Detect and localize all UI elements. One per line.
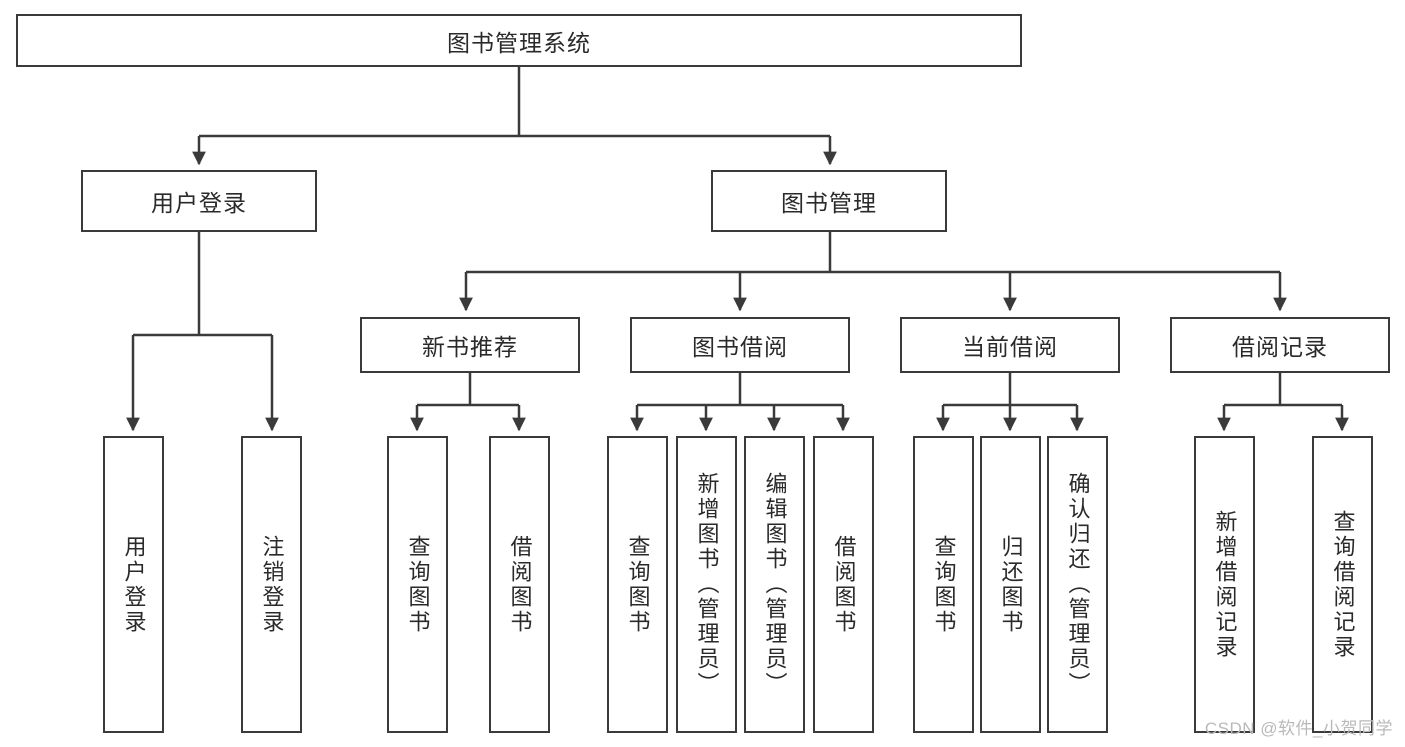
leaf-label: 查询图书 [625, 534, 651, 635]
leaf-borrow-borrow-book[interactable]: 借阅图书 [813, 436, 874, 733]
leaf-borrow-edit-book-admin[interactable]: 编辑图书（管理员） [744, 436, 805, 733]
leaf-label: 确认归还（管理员） [1065, 472, 1091, 697]
node-borrow-record-label: 借阅记录 [1232, 334, 1328, 360]
watermark: CSDN @软件_小贺同学 [1204, 719, 1393, 738]
node-book-management-label: 图书管理 [781, 190, 877, 216]
node-current-borrow-label: 当前借阅 [962, 334, 1058, 360]
leaf-label: 用户登录 [121, 534, 147, 635]
leaf-label: 借阅图书 [507, 534, 533, 635]
node-root[interactable]: 图书管理系统 [16, 14, 1022, 67]
leaf-record-query-record[interactable]: 查询借阅记录 [1312, 436, 1373, 733]
leaf-record-add-record[interactable]: 新增借阅记录 [1194, 436, 1255, 733]
leaf-user-login-login[interactable]: 用户登录 [103, 436, 164, 733]
leaf-label: 编辑图书（管理员） [762, 472, 788, 697]
leaf-user-login-logout[interactable]: 注销登录 [241, 436, 302, 733]
leaf-label: 借阅图书 [831, 534, 857, 635]
leaf-current-return-book[interactable]: 归还图书 [980, 436, 1041, 733]
leaf-label: 注销登录 [259, 534, 285, 635]
node-user-login[interactable]: 用户登录 [81, 170, 317, 232]
leaf-label: 新增图书（管理员） [694, 472, 720, 697]
leaf-label: 查询借阅记录 [1330, 509, 1356, 660]
leaf-borrow-add-book-admin[interactable]: 新增图书（管理员） [676, 436, 737, 733]
leaf-label: 新增借阅记录 [1212, 509, 1238, 660]
node-borrow-record[interactable]: 借阅记录 [1170, 317, 1390, 373]
node-book-borrow-label: 图书借阅 [692, 334, 788, 360]
leaf-current-query-book[interactable]: 查询图书 [913, 436, 974, 733]
node-new-book-recommend[interactable]: 新书推荐 [360, 317, 580, 373]
leaf-recommend-query-book[interactable]: 查询图书 [387, 436, 448, 733]
node-book-management[interactable]: 图书管理 [711, 170, 947, 232]
node-new-book-recommend-label: 新书推荐 [422, 334, 518, 360]
leaf-current-confirm-return-admin[interactable]: 确认归还（管理员） [1047, 436, 1108, 733]
leaf-label: 归还图书 [998, 534, 1024, 635]
leaf-label: 查询图书 [931, 534, 957, 635]
node-current-borrow[interactable]: 当前借阅 [900, 317, 1120, 373]
node-user-login-label: 用户登录 [151, 190, 247, 216]
leaf-recommend-borrow-book[interactable]: 借阅图书 [489, 436, 550, 733]
leaf-borrow-query-book[interactable]: 查询图书 [607, 436, 668, 733]
node-book-borrow[interactable]: 图书借阅 [630, 317, 850, 373]
node-root-label: 图书管理系统 [447, 29, 591, 56]
leaf-label: 查询图书 [405, 534, 431, 635]
